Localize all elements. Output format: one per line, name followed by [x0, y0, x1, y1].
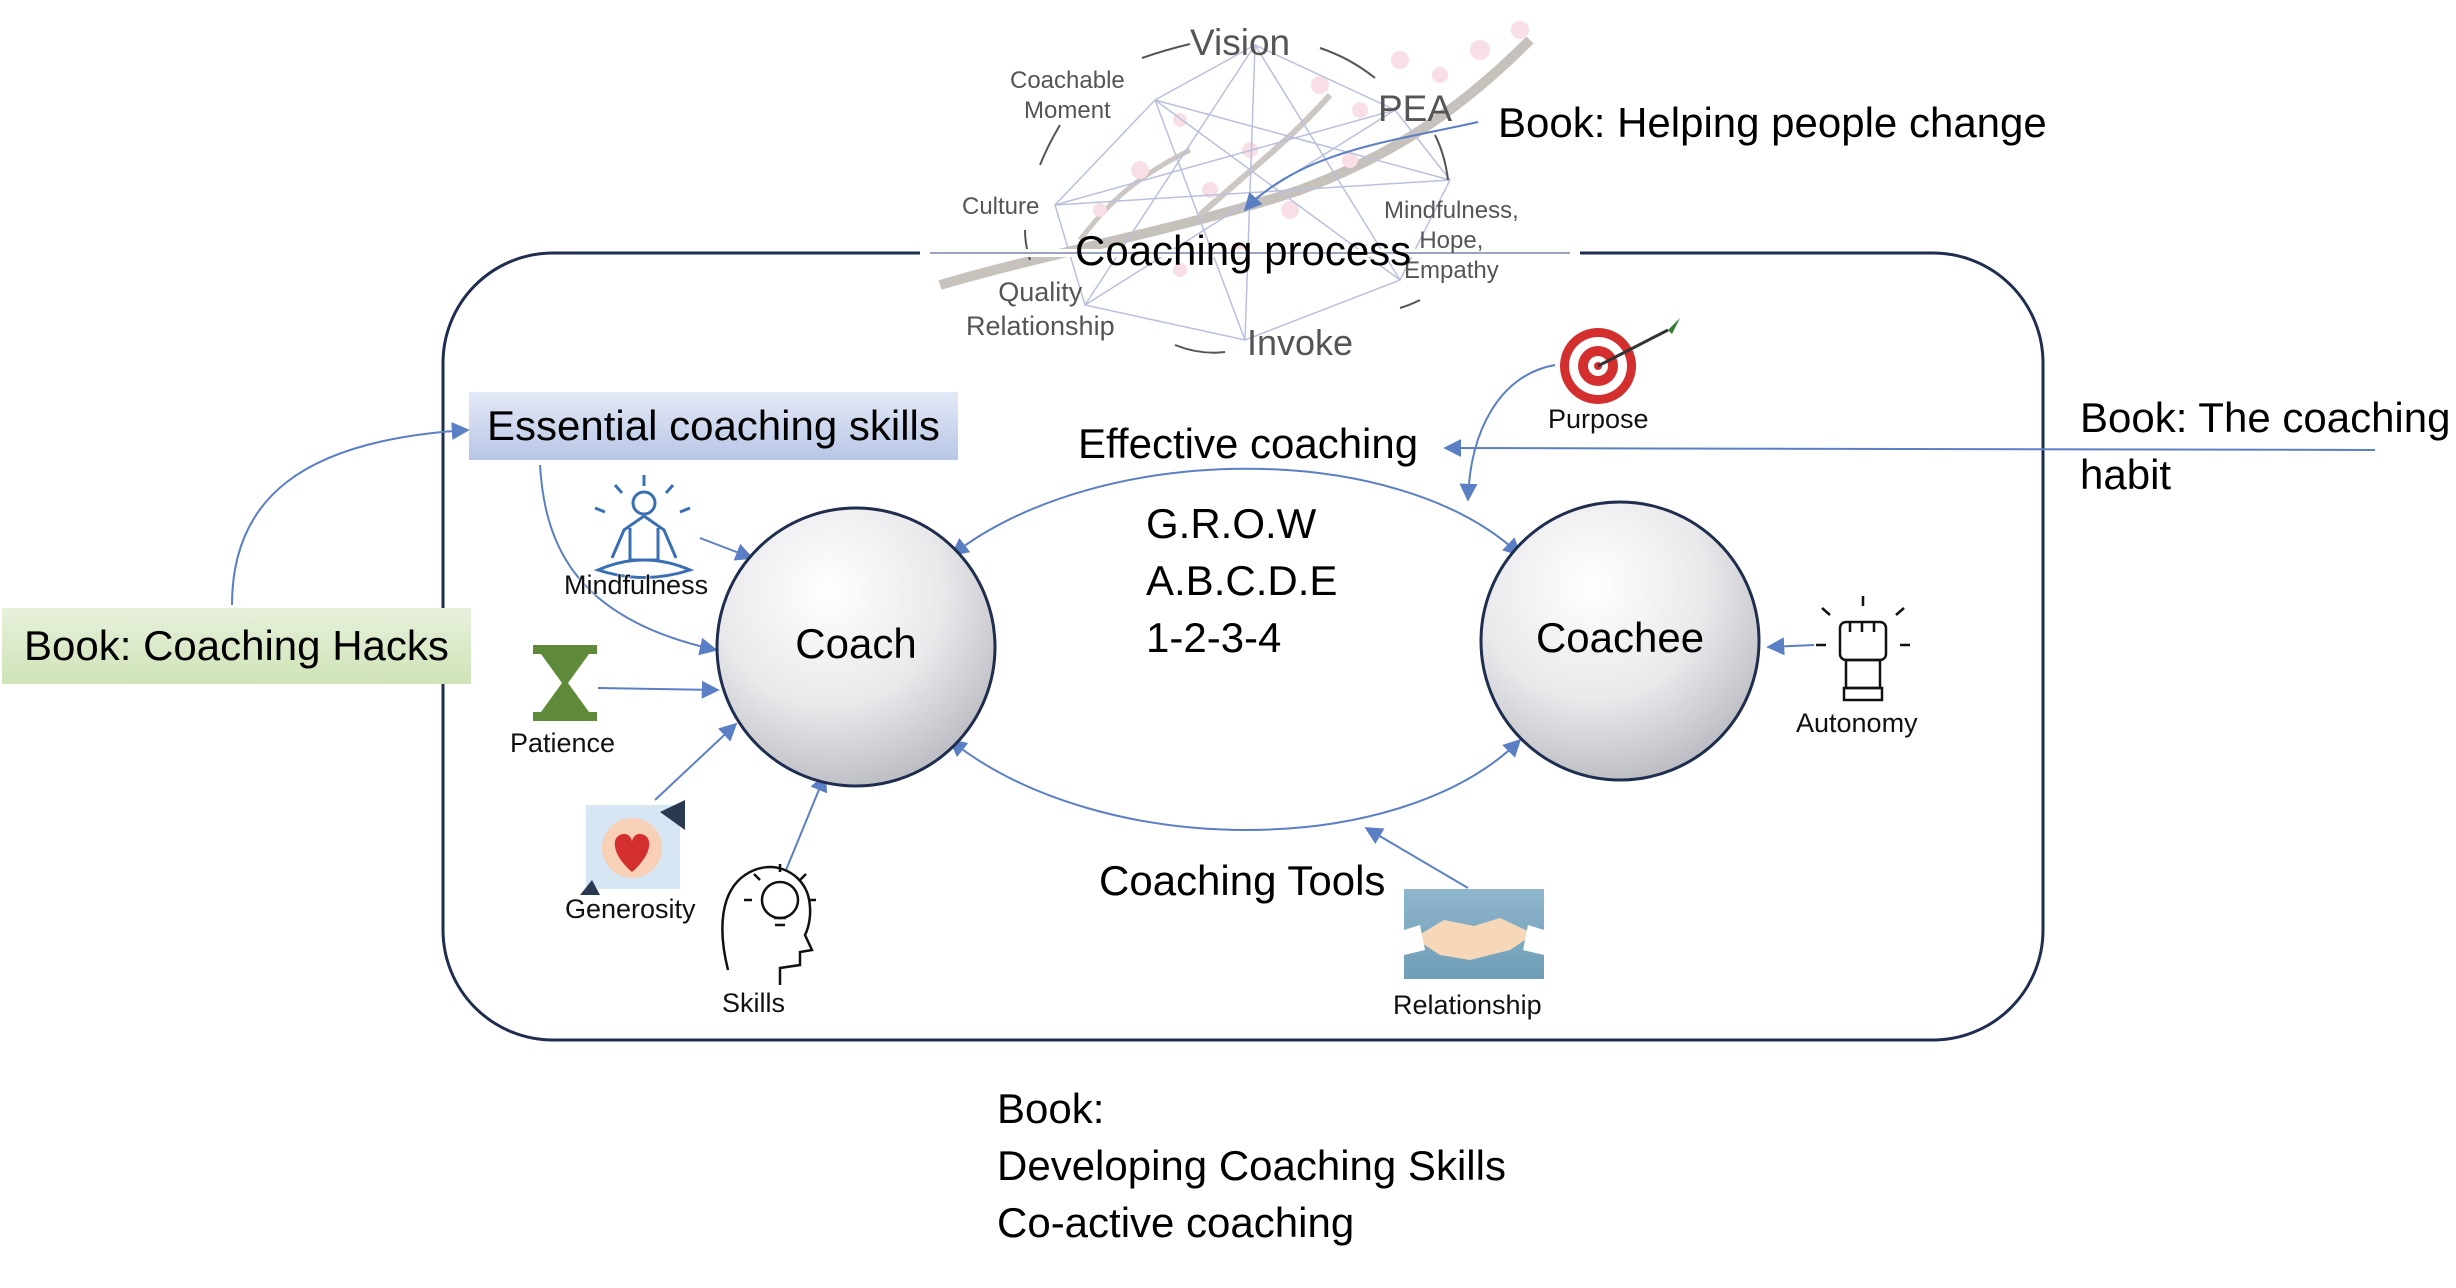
effective-coaching-label: Effective coaching — [1078, 420, 1419, 467]
coachee-label: Coachee — [1535, 614, 1705, 661]
handshake-icon — [1404, 889, 1544, 979]
autonomy-label: Autonomy — [1796, 708, 1918, 738]
book-coaching-hacks: Book: Coaching Hacks — [2, 608, 471, 685]
wheel-invoke: Invoke — [1247, 322, 1354, 363]
mindfulness-label: Mindfulness — [564, 570, 709, 600]
wheel-vision: Vision — [1190, 22, 1291, 63]
coaching-tools-label: Coaching Tools — [1099, 857, 1386, 904]
model-abcde: A.B.C.D.E — [1146, 557, 1338, 604]
essential-coaching-skills-box: Essential coaching skills — [469, 392, 958, 461]
book-developing-coaching-skills: Developing Coaching Skills — [997, 1142, 1506, 1189]
target-icon — [1560, 318, 1680, 404]
wheel-culture: Culture — [962, 193, 1040, 220]
wheel-quality-relationship: Quality Relationship — [966, 277, 1115, 341]
relationship-label: Relationship — [1393, 990, 1542, 1020]
book-co-active-coaching: Co-active coaching — [997, 1199, 1355, 1246]
connector-arrows — [231, 121, 2376, 889]
patience-label: Patience — [510, 728, 616, 758]
wheel-mindfulness-hope-empathy: Mindfulness, Hope, Empathy — [1384, 197, 1519, 284]
book-coaching-habit: Book: The coaching habit — [2080, 394, 2451, 498]
meditation-icon — [593, 475, 695, 579]
hourglass-icon — [533, 645, 597, 721]
wheel-ring — [1024, 43, 1449, 354]
blossom-branch-icon — [938, 21, 1534, 290]
coaching-process-label: Coaching process — [1075, 227, 1412, 274]
head-lightbulb-icon — [721, 864, 816, 985]
coach-circle — [715, 506, 997, 788]
coachee-circle — [1479, 500, 1761, 782]
purpose-label: Purpose — [1548, 404, 1649, 434]
raised-fist-icon — [1816, 596, 1910, 702]
wheel-coachable-moment: Coachable Moment — [1010, 67, 1125, 124]
skills-label: Skills — [722, 988, 786, 1018]
generosity-label: Generosity — [565, 894, 696, 924]
coach-label: Coach — [795, 620, 917, 667]
book-bottom-title: Book: — [997, 1085, 1105, 1132]
generosity-hands-icon — [580, 800, 685, 895]
model-1234: 1-2-3-4 — [1146, 614, 1282, 661]
wheel-pea: PEA — [1378, 88, 1453, 129]
model-grow: G.R.O.W — [1146, 500, 1317, 547]
book-helping-people-change: Book: Helping people change — [1498, 99, 2047, 146]
